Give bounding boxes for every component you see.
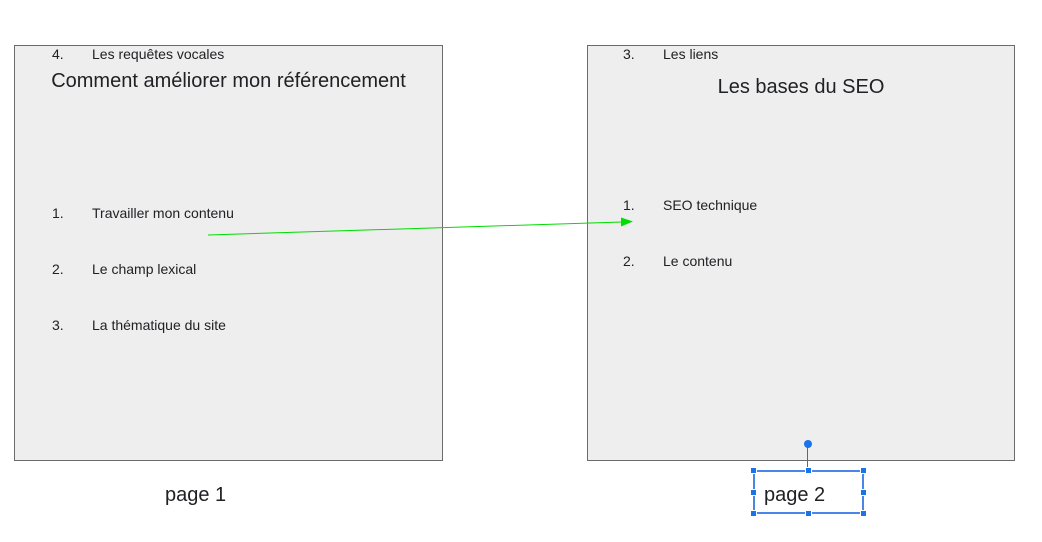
item-label: SEO technique (663, 197, 758, 213)
item-label: Travailler mon contenu (92, 205, 234, 221)
item-label: Les requêtes vocales (92, 46, 225, 62)
resize-handle-right[interactable] (860, 489, 867, 496)
item-number: 2. (52, 261, 64, 277)
resize-handle-top-left[interactable] (750, 467, 757, 474)
item-number: 2. (623, 253, 635, 269)
item-number: 3. (52, 317, 64, 333)
page-2-box[interactable]: Les bases du SEO 1. SEO technique 2. Le … (587, 45, 1015, 461)
page-1-title: Comment améliorer mon référencement (51, 70, 406, 92)
rotate-handle[interactable] (804, 440, 812, 448)
item-label: Le contenu (663, 253, 733, 269)
page-2-title: Les bases du SEO (717, 76, 885, 98)
item-label: La thématique du site (92, 317, 226, 333)
resize-handle-top[interactable] (805, 467, 812, 474)
resize-handle-top-right[interactable] (860, 467, 867, 474)
item-number: 4. (52, 46, 64, 62)
resize-handle-bottom-left[interactable] (750, 510, 757, 517)
rotation-stem (807, 446, 808, 470)
item-number: 1. (52, 205, 64, 221)
page-2-caption[interactable]: page 2 (764, 484, 826, 506)
item-label: Le champ lexical (92, 261, 197, 277)
item-label: Les liens (663, 46, 719, 62)
page-1-caption[interactable]: page 1 (165, 484, 227, 506)
resize-handle-left[interactable] (750, 489, 757, 496)
page-1-box[interactable]: Comment améliorer mon référencement 1. T… (14, 45, 443, 461)
item-number: 1. (623, 197, 635, 213)
resize-handle-bottom-right[interactable] (860, 510, 867, 517)
resize-handle-bottom[interactable] (805, 510, 812, 517)
item-number: 3. (623, 46, 635, 62)
